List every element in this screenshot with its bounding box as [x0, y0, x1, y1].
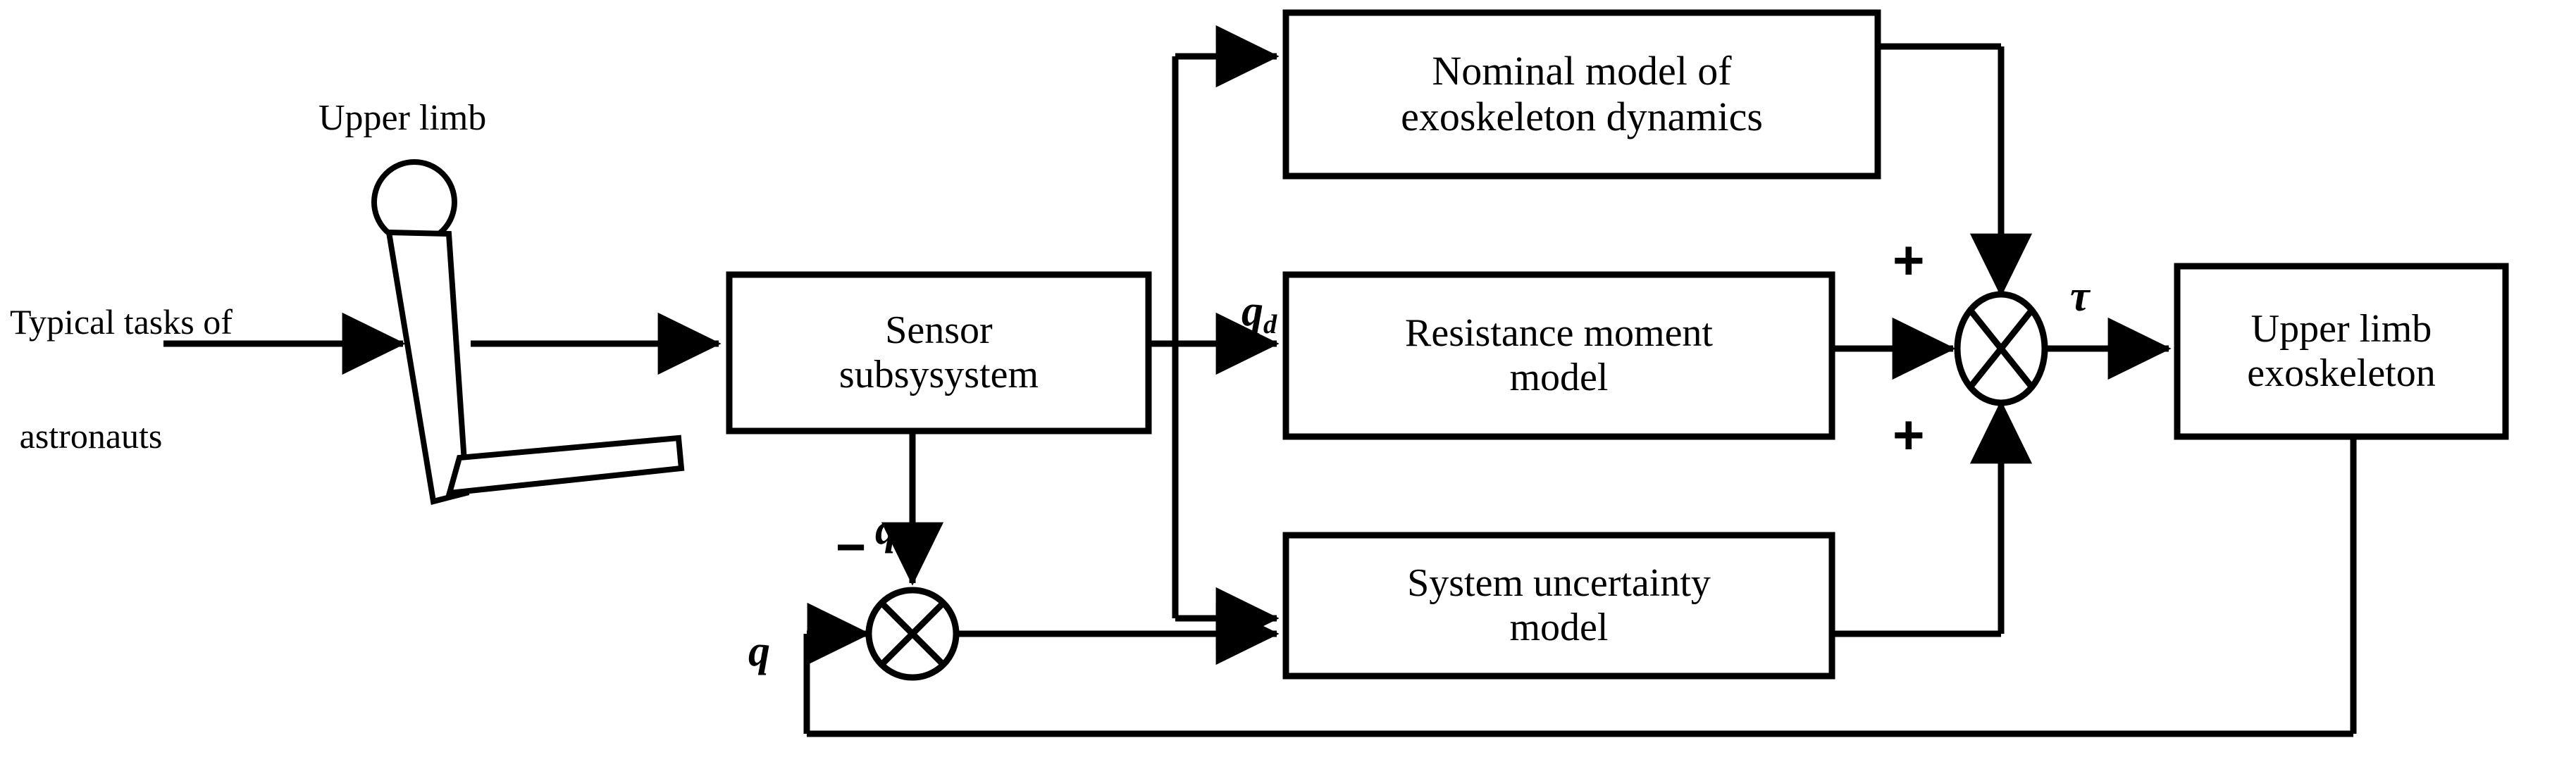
- block-sensor-subsystem-label: Sensor subsysystem: [729, 275, 1148, 431]
- input-source-label: Typical tasks of astronauts: [10, 227, 233, 531]
- signal-label-tau: τ: [2070, 273, 2090, 320]
- resistance-line1: Resistance moment: [1404, 311, 1713, 356]
- sign-minus-error-sum: −: [836, 518, 867, 576]
- qd-feedback-subscript: d: [897, 527, 911, 558]
- exoskeleton-line2: exoskeleton: [2247, 351, 2436, 395]
- block-upper-limb-exoskeleton-label: Upper limb exoskeleton: [2177, 266, 2506, 437]
- signal-label-qd-sensor: qd: [1198, 241, 1277, 387]
- block-sensor-subsystem: [726, 271, 1152, 434]
- input-source-line1: Typical tasks of: [10, 302, 233, 342]
- exoskeleton-line1: Upper limb: [2250, 307, 2432, 351]
- sign-plus-torque-bottom: +: [1893, 404, 1925, 465]
- input-source-line2: astronauts: [19, 416, 163, 456]
- signal-label-q: q: [748, 627, 770, 675]
- resistance-line2: model: [1509, 356, 1609, 399]
- qd-sensor-base: q: [1241, 287, 1263, 335]
- block-nominal-model: [1282, 9, 1881, 180]
- sensor-line1: Sensor: [885, 308, 993, 353]
- sign-plus-torque-top: +: [1893, 229, 1925, 291]
- nominal-line2: exoskeleton dynamics: [1401, 94, 1763, 139]
- error-sum-cross-b: [879, 600, 946, 668]
- upper-limb-caption: Upper limb: [318, 98, 487, 138]
- upper-limb-figure: [371, 159, 685, 505]
- block-upper-limb-exoskeleton: [2174, 263, 2509, 440]
- signal-label-qd-feedback: qd: [831, 459, 910, 605]
- limb-forearm-segment: [445, 434, 685, 496]
- limb-upper-arm-segment: [385, 229, 470, 505]
- uncertainty-line1: System uncertainty: [1407, 561, 1711, 606]
- block-nominal-model-label: Nominal model of exoskeleton dynamics: [1286, 13, 1878, 176]
- qd-feedback-base: q: [875, 505, 897, 554]
- block-resistance-moment-label: Resistance moment model: [1286, 275, 1832, 437]
- nominal-line1: Nominal model of: [1432, 48, 1732, 94]
- block-system-uncertainty-label: System uncertainty model: [1286, 535, 1832, 676]
- block-system-uncertainty: [1282, 532, 1835, 680]
- uncertainty-line2: model: [1509, 606, 1609, 649]
- torque-sum-cross-b: [1967, 308, 2035, 389]
- qd-sensor-subscript: d: [1263, 309, 1277, 339]
- sensor-line2: subsysystem: [838, 353, 1039, 396]
- block-resistance-moment: [1282, 271, 1835, 440]
